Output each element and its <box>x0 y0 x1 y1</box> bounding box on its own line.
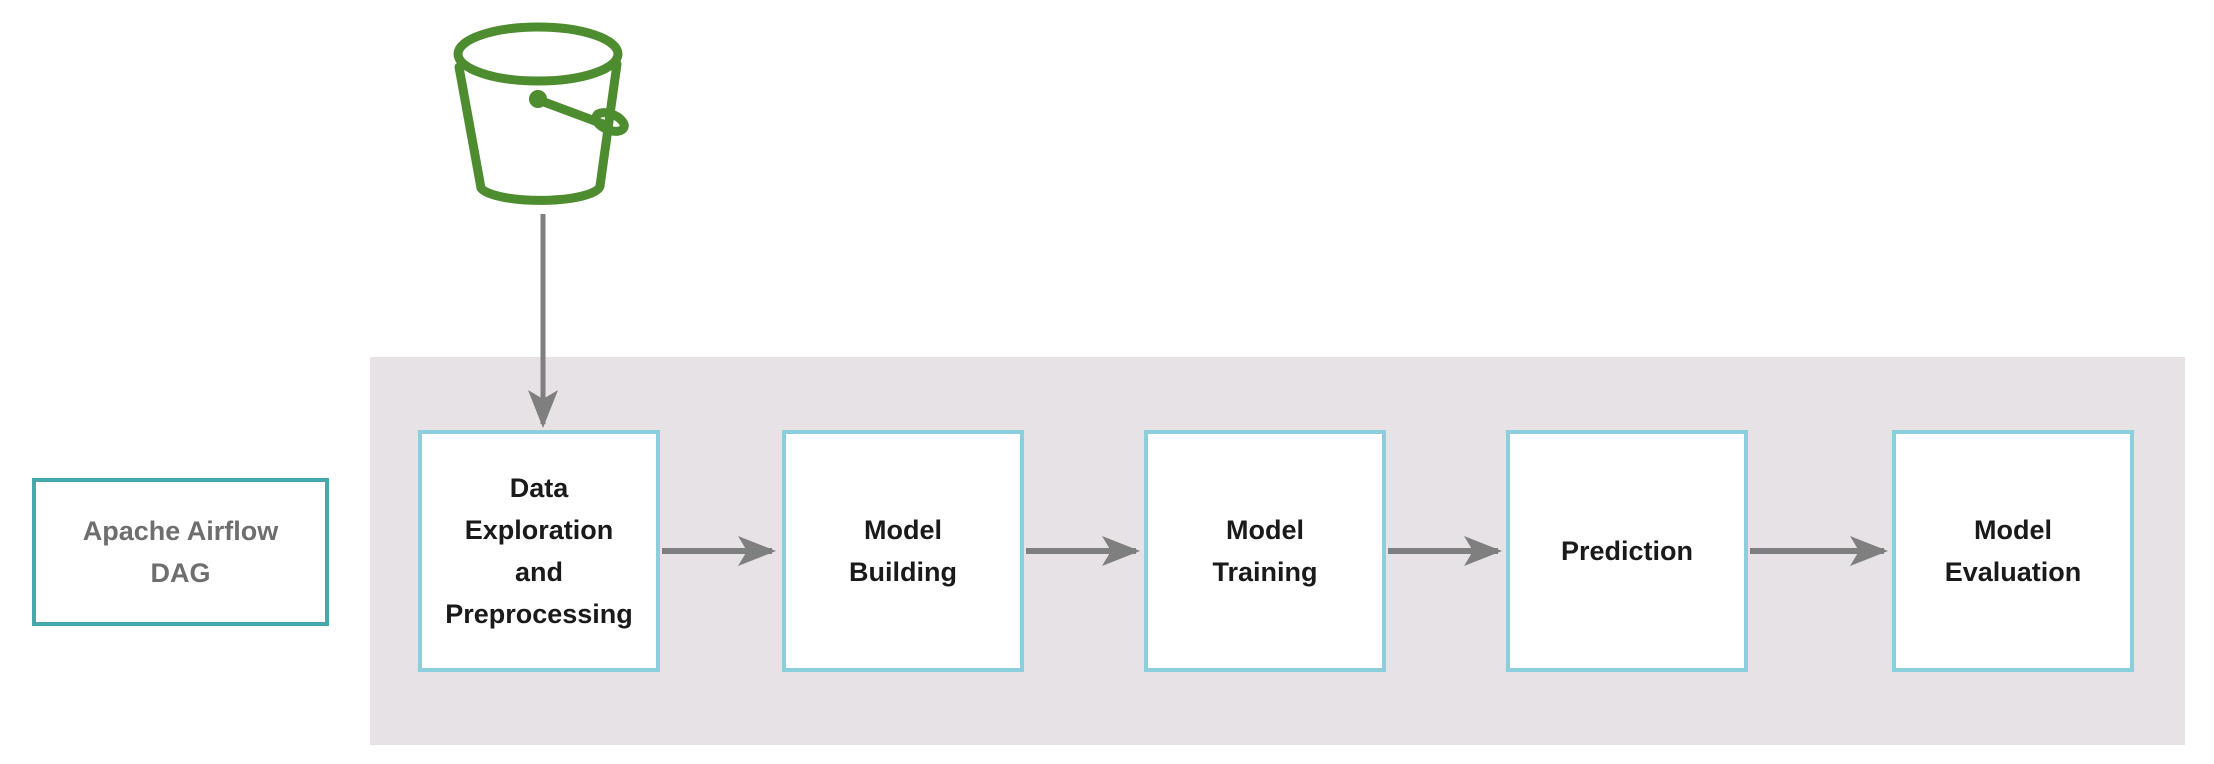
step-label-line: and <box>514 557 563 587</box>
step-model-training: Model Training <box>1144 430 1386 672</box>
step-label-line: Data <box>509 473 569 503</box>
step-prediction: Prediction <box>1506 430 1748 672</box>
s3-bucket-icon <box>453 22 629 205</box>
step-label-line: Exploration <box>464 515 614 545</box>
step-label-line: Preprocessing <box>445 599 633 629</box>
step-data-exploration-and-preprocessing: Data Exploration and Preprocessing <box>418 430 660 672</box>
step-label-line: Model <box>1974 515 2052 545</box>
step-label-line: Model <box>1226 515 1304 545</box>
step-label-line: Evaluation <box>1944 557 2082 587</box>
step-model-evaluation: Model Evaluation <box>1892 430 2134 672</box>
airflow-dag-label-line1: Apache Airflow <box>82 516 279 546</box>
step-model-building: Model Building <box>782 430 1024 672</box>
step-label-line: Model <box>864 515 942 545</box>
step-label-line: Prediction <box>1560 536 1694 566</box>
step-label-line: Building <box>849 557 957 587</box>
airflow-dag-box: Apache Airflow DAG <box>32 478 329 626</box>
bucket-handle-knob <box>529 90 547 108</box>
airflow-dag-label-line2: DAG <box>150 558 211 588</box>
step-label-line: Training <box>1212 557 1318 587</box>
